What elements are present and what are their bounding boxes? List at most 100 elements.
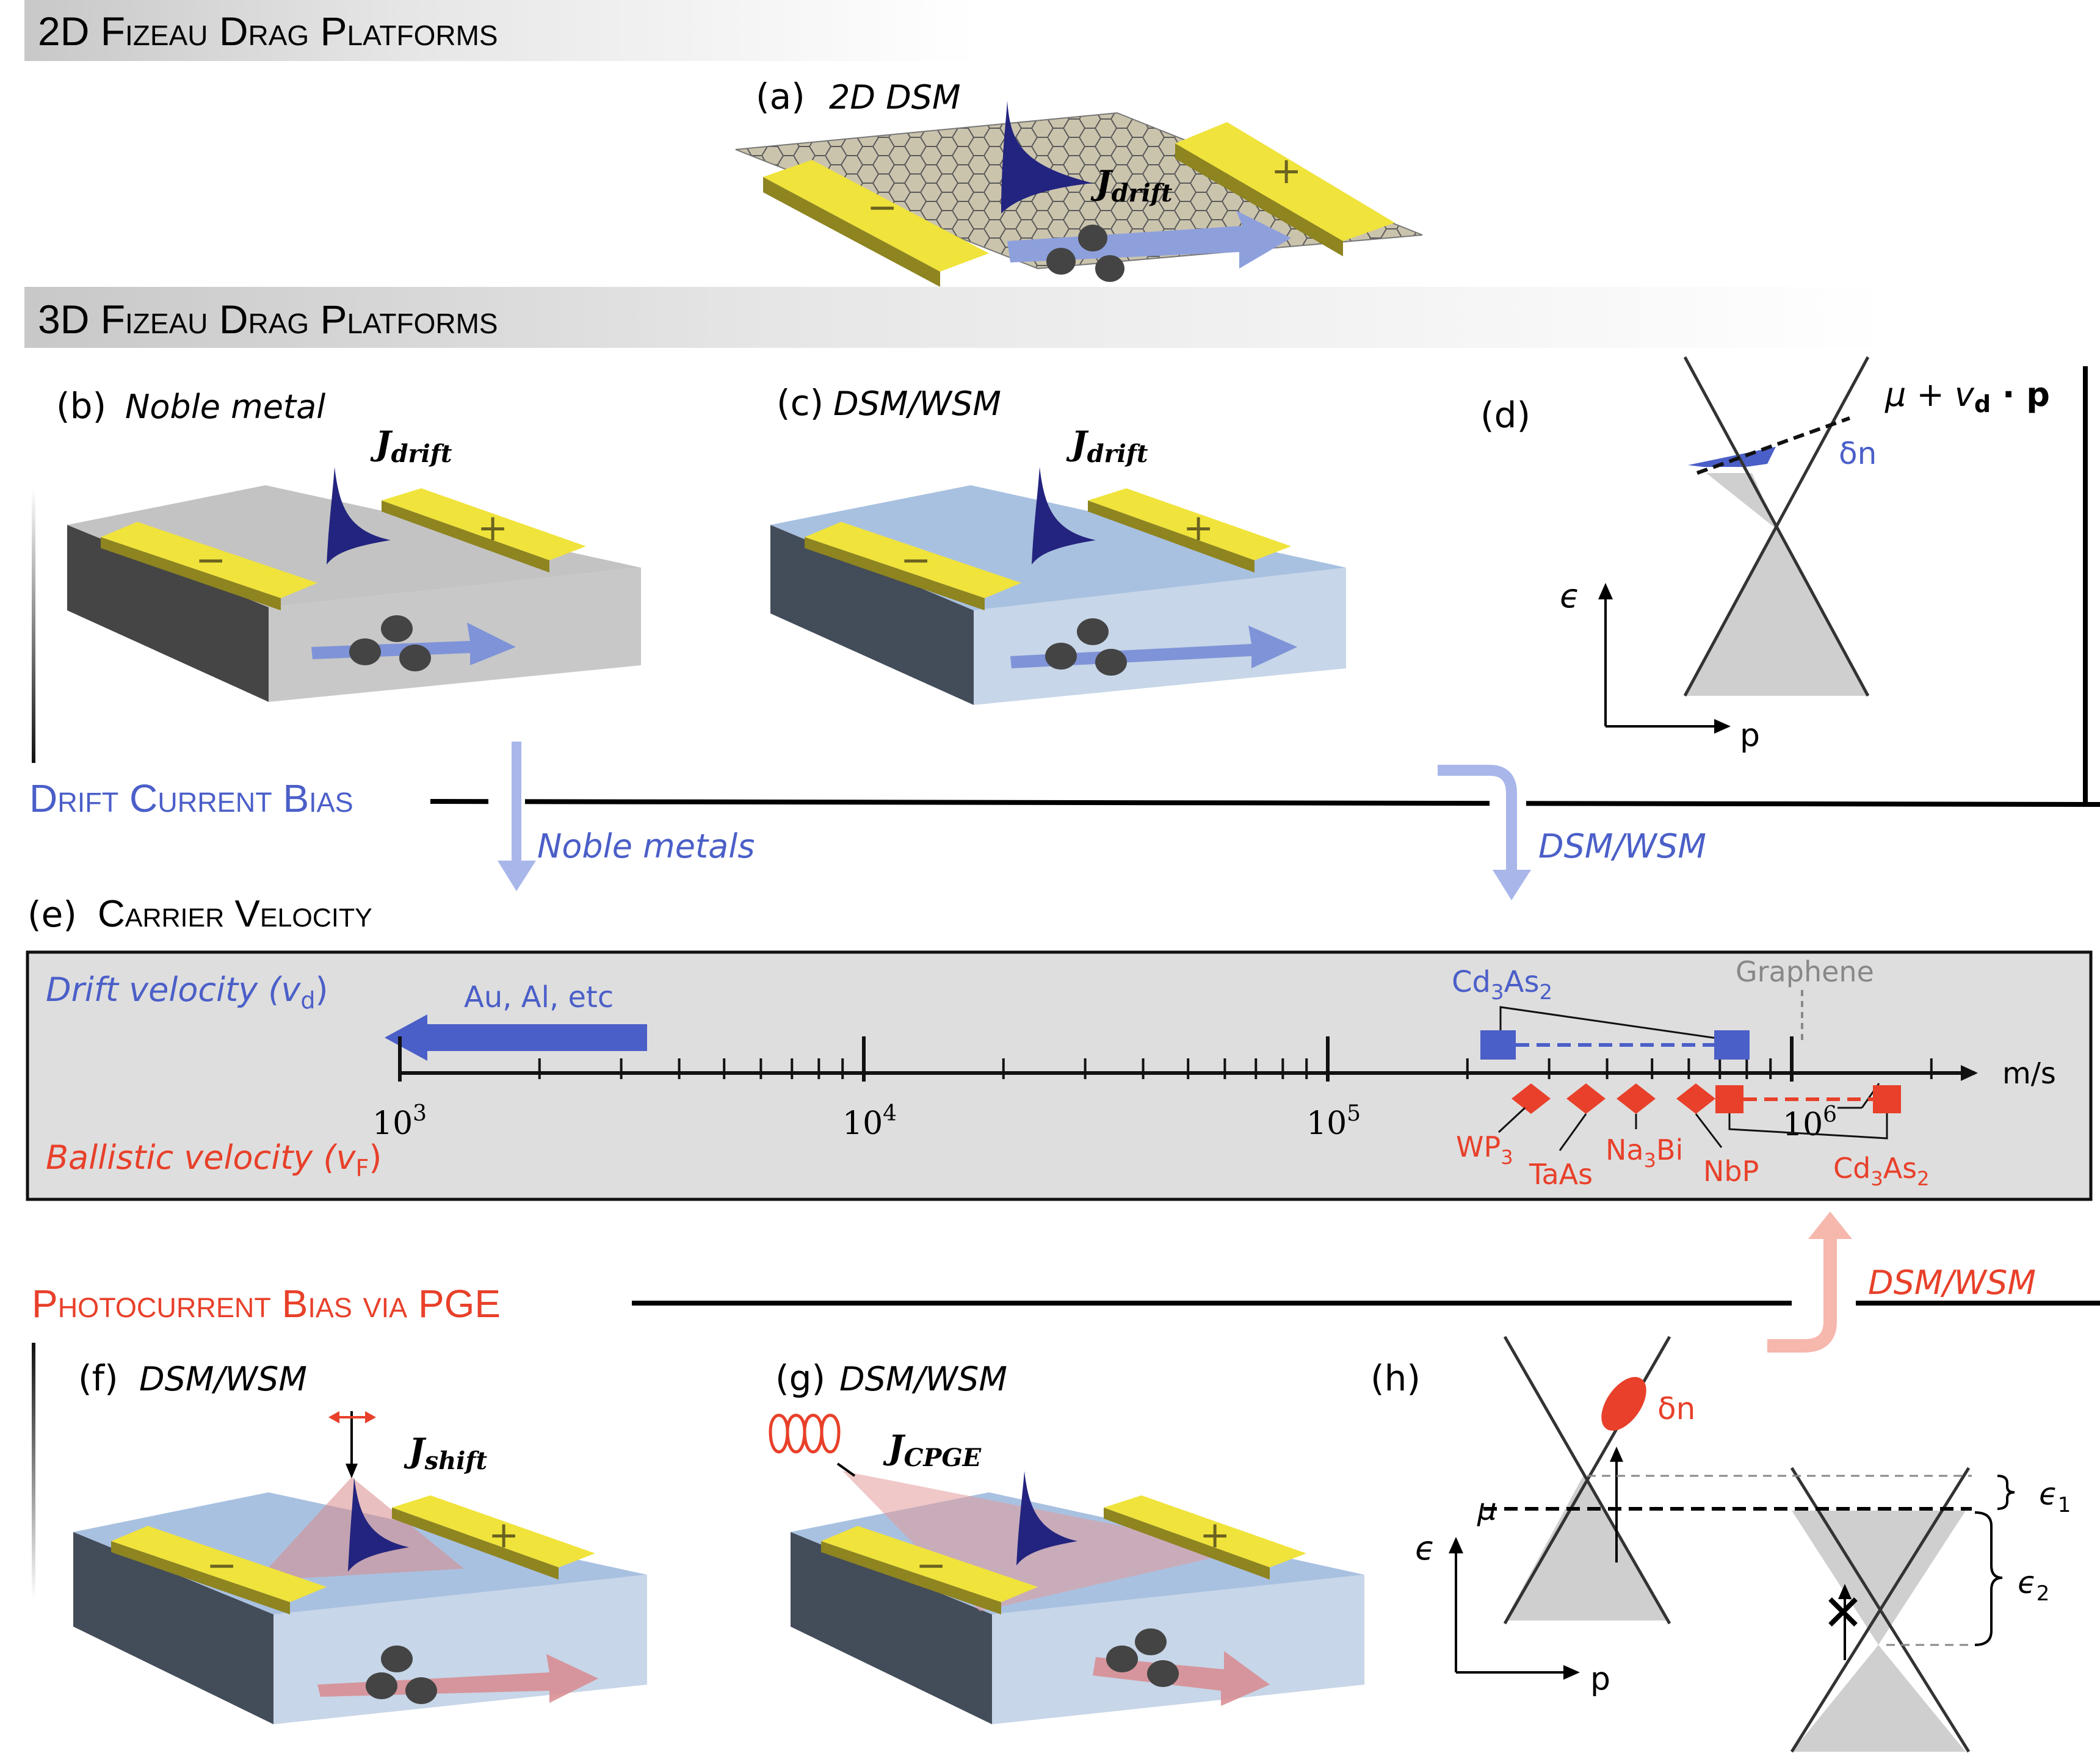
pauli-block-x <box>1828 1597 1858 1627</box>
na3bi-label: Na3Bi <box>1606 1133 1683 1172</box>
drift-divider <box>430 799 2100 807</box>
polarization-head <box>365 1411 376 1423</box>
leader-line <box>1559 1113 1587 1151</box>
panel-d-letter: (d) <box>1480 394 1530 436</box>
electrode-minus-top <box>763 160 989 272</box>
axis-arrowhead <box>1563 1665 1580 1680</box>
noble-flow-arrow <box>512 742 521 864</box>
electrode-plus-sign: + <box>488 1514 519 1556</box>
panel-b-letter: (b) <box>56 385 106 427</box>
slab-front <box>974 568 1346 705</box>
epsilon-label: ϵ <box>1560 577 1580 615</box>
electrode-minus-sign: − <box>195 539 226 582</box>
divider-gradient-top <box>32 488 35 763</box>
electrode-minus-side <box>763 177 940 287</box>
excited-carriers <box>1601 1377 1646 1431</box>
epsilon-label-h: ϵ <box>1415 1529 1435 1567</box>
slab-side <box>67 525 269 702</box>
mu-label: μ + vd · p <box>1885 375 2050 417</box>
mu-label-h: μ <box>1477 1492 1497 1527</box>
log-axis-arrowhead <box>1961 1065 1978 1081</box>
light-ray <box>836 1462 856 1477</box>
electrode-plus-edge <box>1104 1508 1270 1580</box>
cd3as2-ballistic-label: Cd3As2 <box>1833 1152 1929 1190</box>
panel-a-letter: (a) <box>756 76 805 117</box>
ballistic-velocity-label: Ballistic velocity (vF) <box>46 1138 382 1182</box>
light-ray-head <box>346 1464 358 1478</box>
filled-wedge-upper <box>1706 473 1776 529</box>
carrier-dot <box>399 645 431 671</box>
electrode-plus-sign: + <box>1271 150 1302 192</box>
carrier-dot <box>1045 643 1077 670</box>
panel-a-label: 2D DSM <box>829 78 961 117</box>
electrode-plus-sign: + <box>477 507 508 549</box>
carrier-velocity-title: Carrier Velocity <box>98 893 372 935</box>
p-label-h: p <box>1590 1661 1610 1697</box>
fermi-sea <box>1685 529 1868 696</box>
panel-a: (a) 2D DSM − + Jdrift <box>735 76 1423 287</box>
header-bar-3d <box>24 287 1892 348</box>
fermi-sea-right-bottom <box>1792 1645 1966 1752</box>
dn-label-h: δn <box>1657 1391 1695 1426</box>
circular-polarized-light <box>769 1414 841 1453</box>
photo-flow-arrow <box>1767 1233 1837 1353</box>
drift-arrow <box>1007 211 1291 269</box>
wp3-label: WP3 <box>1456 1130 1513 1169</box>
panel-b-label: Noble metal <box>125 388 325 426</box>
metals-arrow <box>385 1014 647 1061</box>
electrode-minus-edge <box>821 1541 1001 1614</box>
tick-label-1e3: 103 <box>372 1101 427 1142</box>
panel-g-label: DSM/WSM <box>839 1360 1007 1398</box>
electrode-plus-top <box>1175 122 1395 241</box>
panel-f: (f) DSM/WSM Jshift − + <box>73 1357 647 1724</box>
carrier-dot <box>381 615 413 642</box>
panel-d-right-border <box>2083 366 2088 806</box>
current-label: JCPGE <box>883 1428 982 1472</box>
panel-c: (c) DSM/WSM Jdrift − + <box>770 382 1346 705</box>
electrode-minus-sign: − <box>900 539 931 582</box>
carrier-dot <box>1046 248 1076 275</box>
drift-arrow <box>1010 626 1297 668</box>
slab-side <box>770 525 974 705</box>
epsilon2-brace <box>1974 1511 2003 1646</box>
photo-flow-arrowhead <box>1808 1212 1852 1239</box>
panel-h-letter: (h) <box>1370 1357 1421 1399</box>
noble-flow-label: Noble metals <box>537 827 755 865</box>
drift-velocity-label: Drift velocity (vd) <box>46 970 328 1014</box>
carrier-dot <box>1078 225 1107 251</box>
carrier-dot <box>1106 1646 1138 1672</box>
panel-h: (h) δn μ ϵ1 ϵ2 ϵ p <box>1370 1335 2071 1753</box>
current-peak <box>348 1477 409 1572</box>
carrier-dot <box>366 1672 397 1699</box>
carrier-dot <box>1095 649 1127 676</box>
electrode-plus <box>1104 1495 1306 1567</box>
cd3as2-ballistic-max <box>1873 1085 1901 1113</box>
photo-flow-label: DSM/WSM <box>1868 1263 2036 1302</box>
band-line <box>1790 1467 1971 1753</box>
current-label: Jshift <box>404 1431 488 1475</box>
epsilon1-label: ϵ1 <box>2039 1476 2071 1517</box>
electrode-minus <box>805 522 1021 598</box>
material-markers <box>1497 1083 1901 1151</box>
current-peak <box>1001 101 1093 214</box>
transition-head <box>1610 1447 1623 1462</box>
nbp-marker <box>1676 1083 1715 1114</box>
drift-bias-title: Drift Current Bias <box>29 776 353 820</box>
carrier-dot <box>405 1677 437 1704</box>
carrier-dot <box>1147 1660 1179 1687</box>
cd3as2-drift-max <box>1714 1030 1750 1060</box>
epsilon1-brace <box>1997 1475 2015 1510</box>
electrode-plus-edge <box>392 1508 559 1580</box>
current-peak <box>1016 1471 1077 1566</box>
section-title-2d: 2D Fizeau Drag Platforms <box>38 9 498 54</box>
electrode-plus <box>382 488 586 560</box>
slab-side <box>73 1532 273 1724</box>
cd3as2-drift-min <box>1480 1030 1516 1060</box>
fermi-sea-left <box>1505 1474 1670 1621</box>
carrier-dot <box>1095 255 1124 282</box>
tilted-fermi-level <box>1696 416 1851 475</box>
taas-marker <box>1566 1083 1606 1114</box>
graphene-label: Graphene <box>1736 955 1874 988</box>
slab-side <box>791 1532 992 1724</box>
